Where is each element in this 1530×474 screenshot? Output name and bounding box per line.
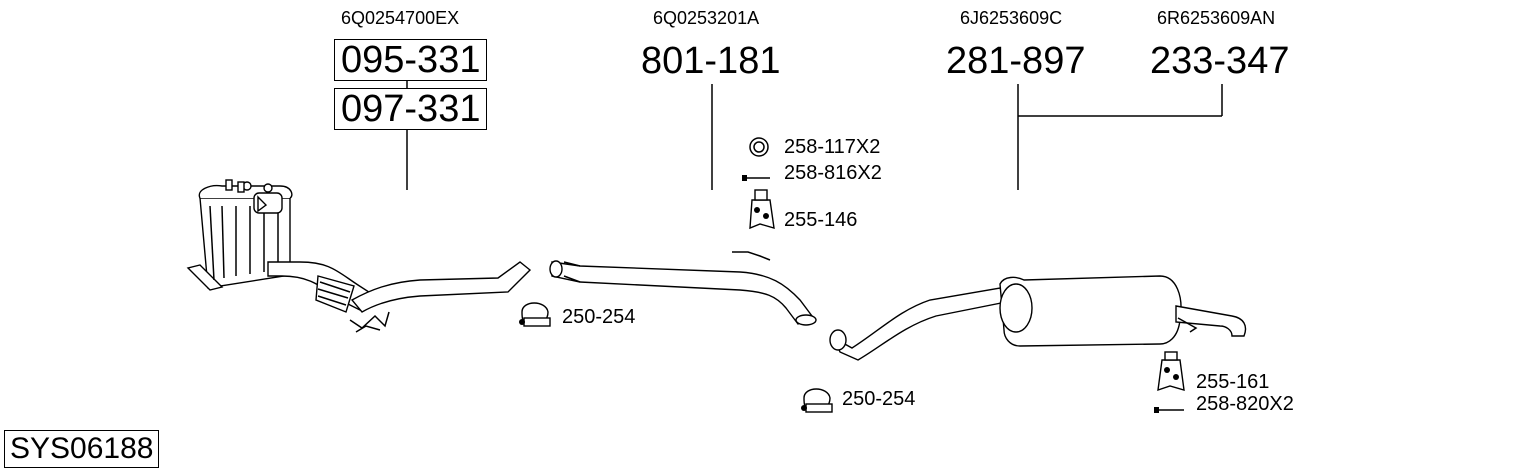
catalyst-illustration[interactable] bbox=[186, 179, 532, 333]
part-number-095-331[interactable]: 095-331 bbox=[334, 39, 488, 81]
accessory-label-ring[interactable]: 258-117X2 bbox=[784, 136, 881, 158]
bolt-icon[interactable] bbox=[742, 175, 770, 181]
leader-lines bbox=[406, 80, 1223, 190]
accessory-label-clamp-rear[interactable]: 250-254 bbox=[842, 388, 916, 410]
front-pipe-illustration[interactable] bbox=[549, 251, 817, 326]
oem-number-front-pipe: 6Q0253201A bbox=[653, 8, 760, 28]
accessory-label-bolt[interactable]: 258-816X2 bbox=[784, 162, 882, 184]
part-number-233-347[interactable]: 233-347 bbox=[1150, 40, 1290, 82]
rubber-hanger-icon[interactable] bbox=[1157, 351, 1185, 392]
system-code: SYS06188 bbox=[4, 430, 160, 468]
accessory-label-bolt-rear[interactable]: 258-820X2 bbox=[1196, 393, 1294, 415]
clamp-icon[interactable] bbox=[519, 302, 551, 327]
accessory-label-hanger-rear[interactable]: 255-161 bbox=[1196, 371, 1270, 393]
ring-icon[interactable] bbox=[749, 137, 769, 157]
part-number-281-897[interactable]: 281-897 bbox=[946, 40, 1086, 82]
oem-number-silencer: 6J6253609C bbox=[960, 8, 1063, 28]
rubber-hanger-icon[interactable] bbox=[749, 189, 775, 230]
oem-number-catalyst: 6Q0254700EX bbox=[341, 8, 460, 28]
accessory-label-hanger[interactable]: 255-146 bbox=[784, 209, 858, 231]
accessory-label-clamp[interactable]: 250-254 bbox=[562, 306, 636, 328]
bolt-icon[interactable] bbox=[1154, 407, 1184, 413]
clamp-icon[interactable] bbox=[801, 388, 833, 413]
part-number-097-331[interactable]: 097-331 bbox=[334, 88, 488, 130]
oem-number-silencer-alt: 6R6253609AN bbox=[1157, 8, 1276, 28]
rear-silencer-illustration[interactable] bbox=[829, 275, 1247, 361]
part-number-801-181[interactable]: 801-181 bbox=[641, 40, 781, 82]
